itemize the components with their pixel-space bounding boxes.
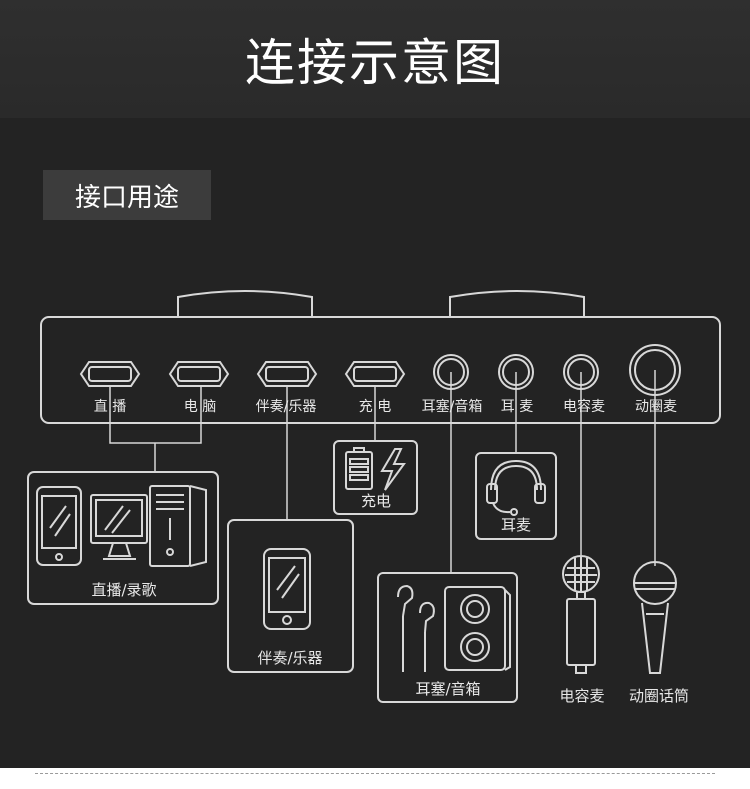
dashed-divider (35, 773, 715, 774)
device-label-earphone-speaker: 耳塞/音箱 (415, 680, 480, 698)
port-label-dynamic: 动圈麦 (635, 399, 677, 415)
condenser-mic-icon (562, 555, 600, 674)
connection-diagram: 直 播 电 脑 伴奏/乐器 充 电 耳塞/音箱 耳 麦 电容麦 动圈麦 直播/录… (27, 290, 721, 705)
bottom-strip (0, 768, 750, 789)
port-label-charge: 充 电 (359, 399, 391, 415)
battery-icon (345, 447, 373, 490)
lightning-icon (380, 448, 406, 491)
port-label-earphone-speaker: 耳塞/音箱 (422, 398, 483, 415)
port-live-socket (79, 361, 141, 387)
device-label-condenser-mic: 电容麦 (559, 687, 604, 705)
right-knob (449, 290, 585, 317)
device-box-accompany (227, 519, 354, 673)
page-title: 连接示意图 (245, 34, 505, 92)
monitor-icon (90, 494, 148, 560)
port-pc-socket (168, 361, 230, 387)
port-label-live: 直 播 (94, 398, 126, 415)
speaker-icon (444, 586, 511, 671)
device-label-dynamic-mic: 动圈话筒 (629, 687, 689, 705)
earphones-icon (397, 584, 435, 672)
dynamic-mic-icon (633, 561, 677, 674)
port-label-condenser: 电容麦 (563, 398, 605, 415)
phone-accompany-icon (263, 548, 311, 630)
device-box-charge (333, 440, 418, 515)
port-label-accompany: 伴奏/乐器 (256, 399, 317, 415)
header-banner: 连接示意图 (0, 0, 750, 118)
device-box-live-record (27, 471, 219, 605)
device-label-headset: 耳麦 (501, 516, 531, 534)
headset-icon (486, 459, 546, 516)
device-label-charge: 充电 (361, 492, 391, 510)
device-label-live-record: 直播/录歌 (91, 581, 156, 599)
port-charge-socket (344, 361, 406, 387)
pc-tower-icon (149, 485, 207, 567)
device-box-earphone-speaker (377, 572, 518, 703)
port-label-headset: 耳 麦 (501, 399, 533, 415)
device-box-headset (475, 452, 557, 540)
left-knob (177, 290, 313, 317)
section-tab-interface-usage: 接口用途 (43, 170, 211, 220)
sound-card-body (40, 316, 721, 424)
connection-lines (109, 370, 656, 573)
phone-icon (36, 486, 82, 566)
port-accompany-socket (256, 361, 318, 387)
device-label-accompany: 伴奏/乐器 (257, 649, 322, 667)
port-label-pc: 电 脑 (184, 399, 216, 415)
